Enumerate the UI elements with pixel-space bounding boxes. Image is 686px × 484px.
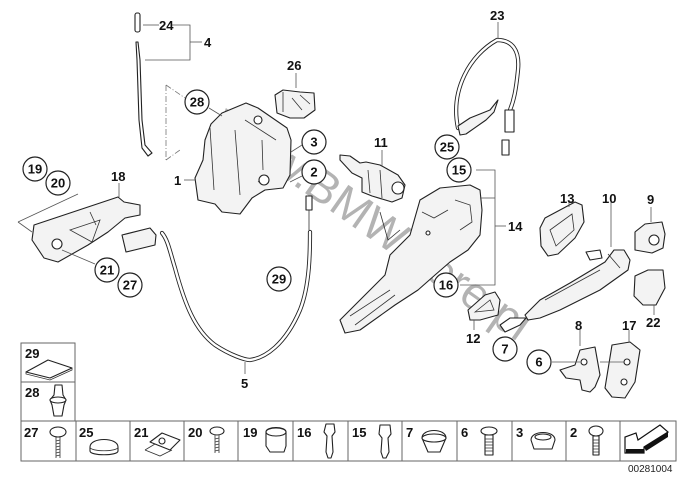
callout-13: 13: [560, 191, 574, 206]
legend-cell-29: 29: [25, 346, 73, 381]
callout-18: 18: [111, 169, 125, 184]
legend-label-16: 16: [297, 425, 311, 440]
callout-15: 15: [452, 163, 466, 178]
legend-cell-20: 20: [188, 425, 225, 453]
legend-label-3: 3: [516, 425, 523, 440]
legend-cell-3: 3: [516, 425, 556, 450]
callout-4: 4: [204, 35, 212, 50]
striker-plate-part: [604, 341, 641, 399]
legend-label-19: 19: [243, 425, 257, 440]
lock-striker-part: [559, 346, 601, 393]
callout-21: 21: [100, 263, 114, 278]
callout-23: 23: [490, 8, 504, 23]
callout-16: 16: [439, 278, 453, 293]
callout-29: 29: [272, 272, 286, 287]
legend-label-28: 28: [25, 385, 39, 400]
legend-cell-15: 15: [352, 424, 392, 459]
lock-rod-part: [135, 41, 153, 157]
inner-door-handle: 18 19 20 21 27: [17, 156, 157, 298]
callout-10: 10: [602, 191, 616, 206]
legend-left-column: 29 28: [20, 342, 76, 422]
callout-14: 14: [508, 219, 523, 234]
lock-rod-assembly: 24 4: [134, 12, 212, 161]
legend-label-7: 7: [406, 425, 413, 440]
handle-carrier: 15 16 14: [339, 157, 523, 334]
legend-label-27: 27: [24, 425, 38, 440]
end-cap-part: [633, 269, 666, 306]
blanking-plug-icon: [89, 438, 119, 456]
cylinder-cable: 23 25: [434, 8, 521, 160]
callout-28: 28: [190, 95, 204, 110]
legend-cell-16: 16: [297, 423, 336, 459]
lock-cylinder-part: [339, 154, 406, 203]
handle-cable-end-part: [121, 227, 157, 253]
callout-1: 1: [174, 173, 181, 188]
striker-8: 8 6: [526, 318, 601, 393]
callout-6: 6: [535, 355, 542, 370]
countersunk-screw-icon: [480, 426, 498, 436]
pan-head-screw-icon: [209, 426, 225, 436]
legend-label-20: 20: [188, 425, 202, 440]
callout-20: 20: [51, 176, 65, 191]
legend-label-25: 25: [79, 425, 93, 440]
callout-19: 19: [28, 162, 42, 177]
callout-25: 25: [440, 140, 454, 155]
legend-cell-28: 28: [25, 384, 67, 417]
callout-27: 27: [123, 278, 137, 293]
callout-11: 11: [374, 135, 388, 150]
handle-carrier-part: [339, 184, 483, 334]
callout-5: 5: [241, 376, 248, 391]
callout-9: 9: [647, 192, 654, 207]
callout-3: 3: [310, 135, 317, 150]
gasket-12: 12 7: [466, 291, 518, 362]
legend-bottom-row: 27 25 21 20 19 16 15: [20, 420, 677, 462]
cable-connector-part: [504, 109, 515, 133]
legend-cell-2: 2: [570, 425, 604, 456]
callout-17: 17: [622, 318, 636, 333]
door-lock-actuator: 1: [174, 102, 292, 215]
outer-handle-part: [524, 249, 631, 321]
end-caps: 9 22: [633, 192, 666, 330]
inner-handle-part: [31, 196, 141, 263]
front-gasket-part: [539, 201, 585, 257]
lock-cylinder: 11: [339, 135, 406, 203]
lock-bracket-part: [274, 89, 316, 119]
legend-cell-21: 21: [134, 425, 181, 457]
callout-8: 8: [575, 318, 582, 333]
legend-label-15: 15: [352, 425, 366, 440]
stud-bolt-icon-2: [378, 424, 392, 459]
callout-22: 22: [646, 315, 660, 330]
legend-cell-27: 27: [24, 425, 67, 458]
legend-cell-19: 19: [243, 425, 287, 453]
gasket-13: 13: [539, 191, 585, 257]
legend-label-6: 6: [461, 425, 468, 440]
outer-door-handle: 10: [499, 191, 631, 333]
legend-label-21: 21: [134, 425, 148, 440]
legend-label-29: 29: [25, 346, 39, 361]
circle-callouts-lock: 28 3 2: [184, 89, 327, 185]
legend-cell-arrow: [624, 424, 670, 454]
legend-cell-7: 7: [406, 425, 447, 453]
callout-2: 2: [310, 165, 317, 180]
document-number: 00281004: [628, 464, 673, 475]
bracket-26: 26: [274, 58, 316, 119]
screw-with-washer-icon: [49, 426, 67, 438]
legend-cell-25: 25: [79, 425, 119, 456]
legend-cell-6: 6: [461, 425, 498, 456]
torx-screw-icon: [588, 425, 604, 437]
callout-12: 12: [466, 331, 480, 346]
callout-26: 26: [287, 58, 301, 73]
bowden-cable: 5 29: [159, 195, 313, 391]
rear-gasket-part: [467, 291, 501, 321]
striker-plate-17: 17: [600, 318, 641, 399]
foam-pad-icon: [25, 359, 73, 379]
stud-bolt-icon: [323, 423, 336, 459]
callout-7: 7: [501, 342, 508, 357]
lock-actuator-body-part: [194, 102, 292, 215]
callout-24: 24: [159, 18, 174, 33]
door-lock-button-part: [134, 12, 141, 33]
legend-label-2: 2: [570, 425, 577, 440]
